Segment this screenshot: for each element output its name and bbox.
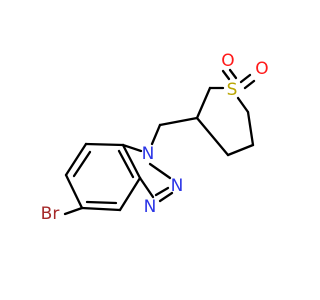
bond-c5-c4	[80, 206, 122, 212]
chemical-structure-diagram: Br N N N S O O	[41, 51, 269, 224]
bond-c5-c4-inner	[85, 200, 118, 205]
bond-c7-c6-inner	[72, 150, 92, 178]
bond-c5-br	[63, 206, 84, 216]
bond-c6-c5	[64, 173, 84, 210]
bond-c4-c3a	[118, 176, 142, 212]
bond-c3a-c7a-inner	[117, 149, 135, 179]
atom-label-nitrogen-3: N	[144, 197, 157, 217]
atom-label-bromine: Br	[41, 204, 60, 224]
triazole-ring	[121, 143, 174, 203]
atom-label-oxygen-2: O	[255, 59, 268, 79]
atom-label-sulfur: S	[227, 80, 238, 100]
bond-c7a-c7	[84, 142, 125, 147]
bond-c6-c5	[246, 110, 255, 147]
bond-s1-o2-double	[243, 79, 256, 90]
atom-label-nitrogen-2: N	[171, 176, 184, 196]
bond-c4-c3	[195, 116, 230, 157]
bond-s1-o1-double	[228, 68, 238, 80]
bond-s1-o1	[221, 69, 231, 81]
bond-n3-c3a	[138, 176, 155, 199]
bond-s1-o2	[239, 73, 252, 84]
thiane-ring	[195, 86, 255, 157]
bond-c7-c6	[64, 142, 88, 177]
atom-label-oxygen-1: O	[221, 51, 234, 71]
bond-c3a-c7a	[121, 143, 142, 180]
bond-s1-c6	[236, 96, 250, 114]
bond-n2-n3-double	[154, 186, 170, 197]
bond-n2-n3	[158, 191, 174, 203]
bond-c5-c4	[226, 143, 255, 157]
bond-c7a-n1	[121, 143, 143, 153]
bond-ch2-c3	[158, 116, 199, 127]
bond-c3-c2	[195, 86, 212, 120]
benzene-ring	[64, 142, 142, 212]
bond-n1-n2	[148, 162, 172, 180]
atom-label-nitrogen-1: N	[142, 144, 155, 164]
bond-n1-ch2	[150, 123, 162, 146]
